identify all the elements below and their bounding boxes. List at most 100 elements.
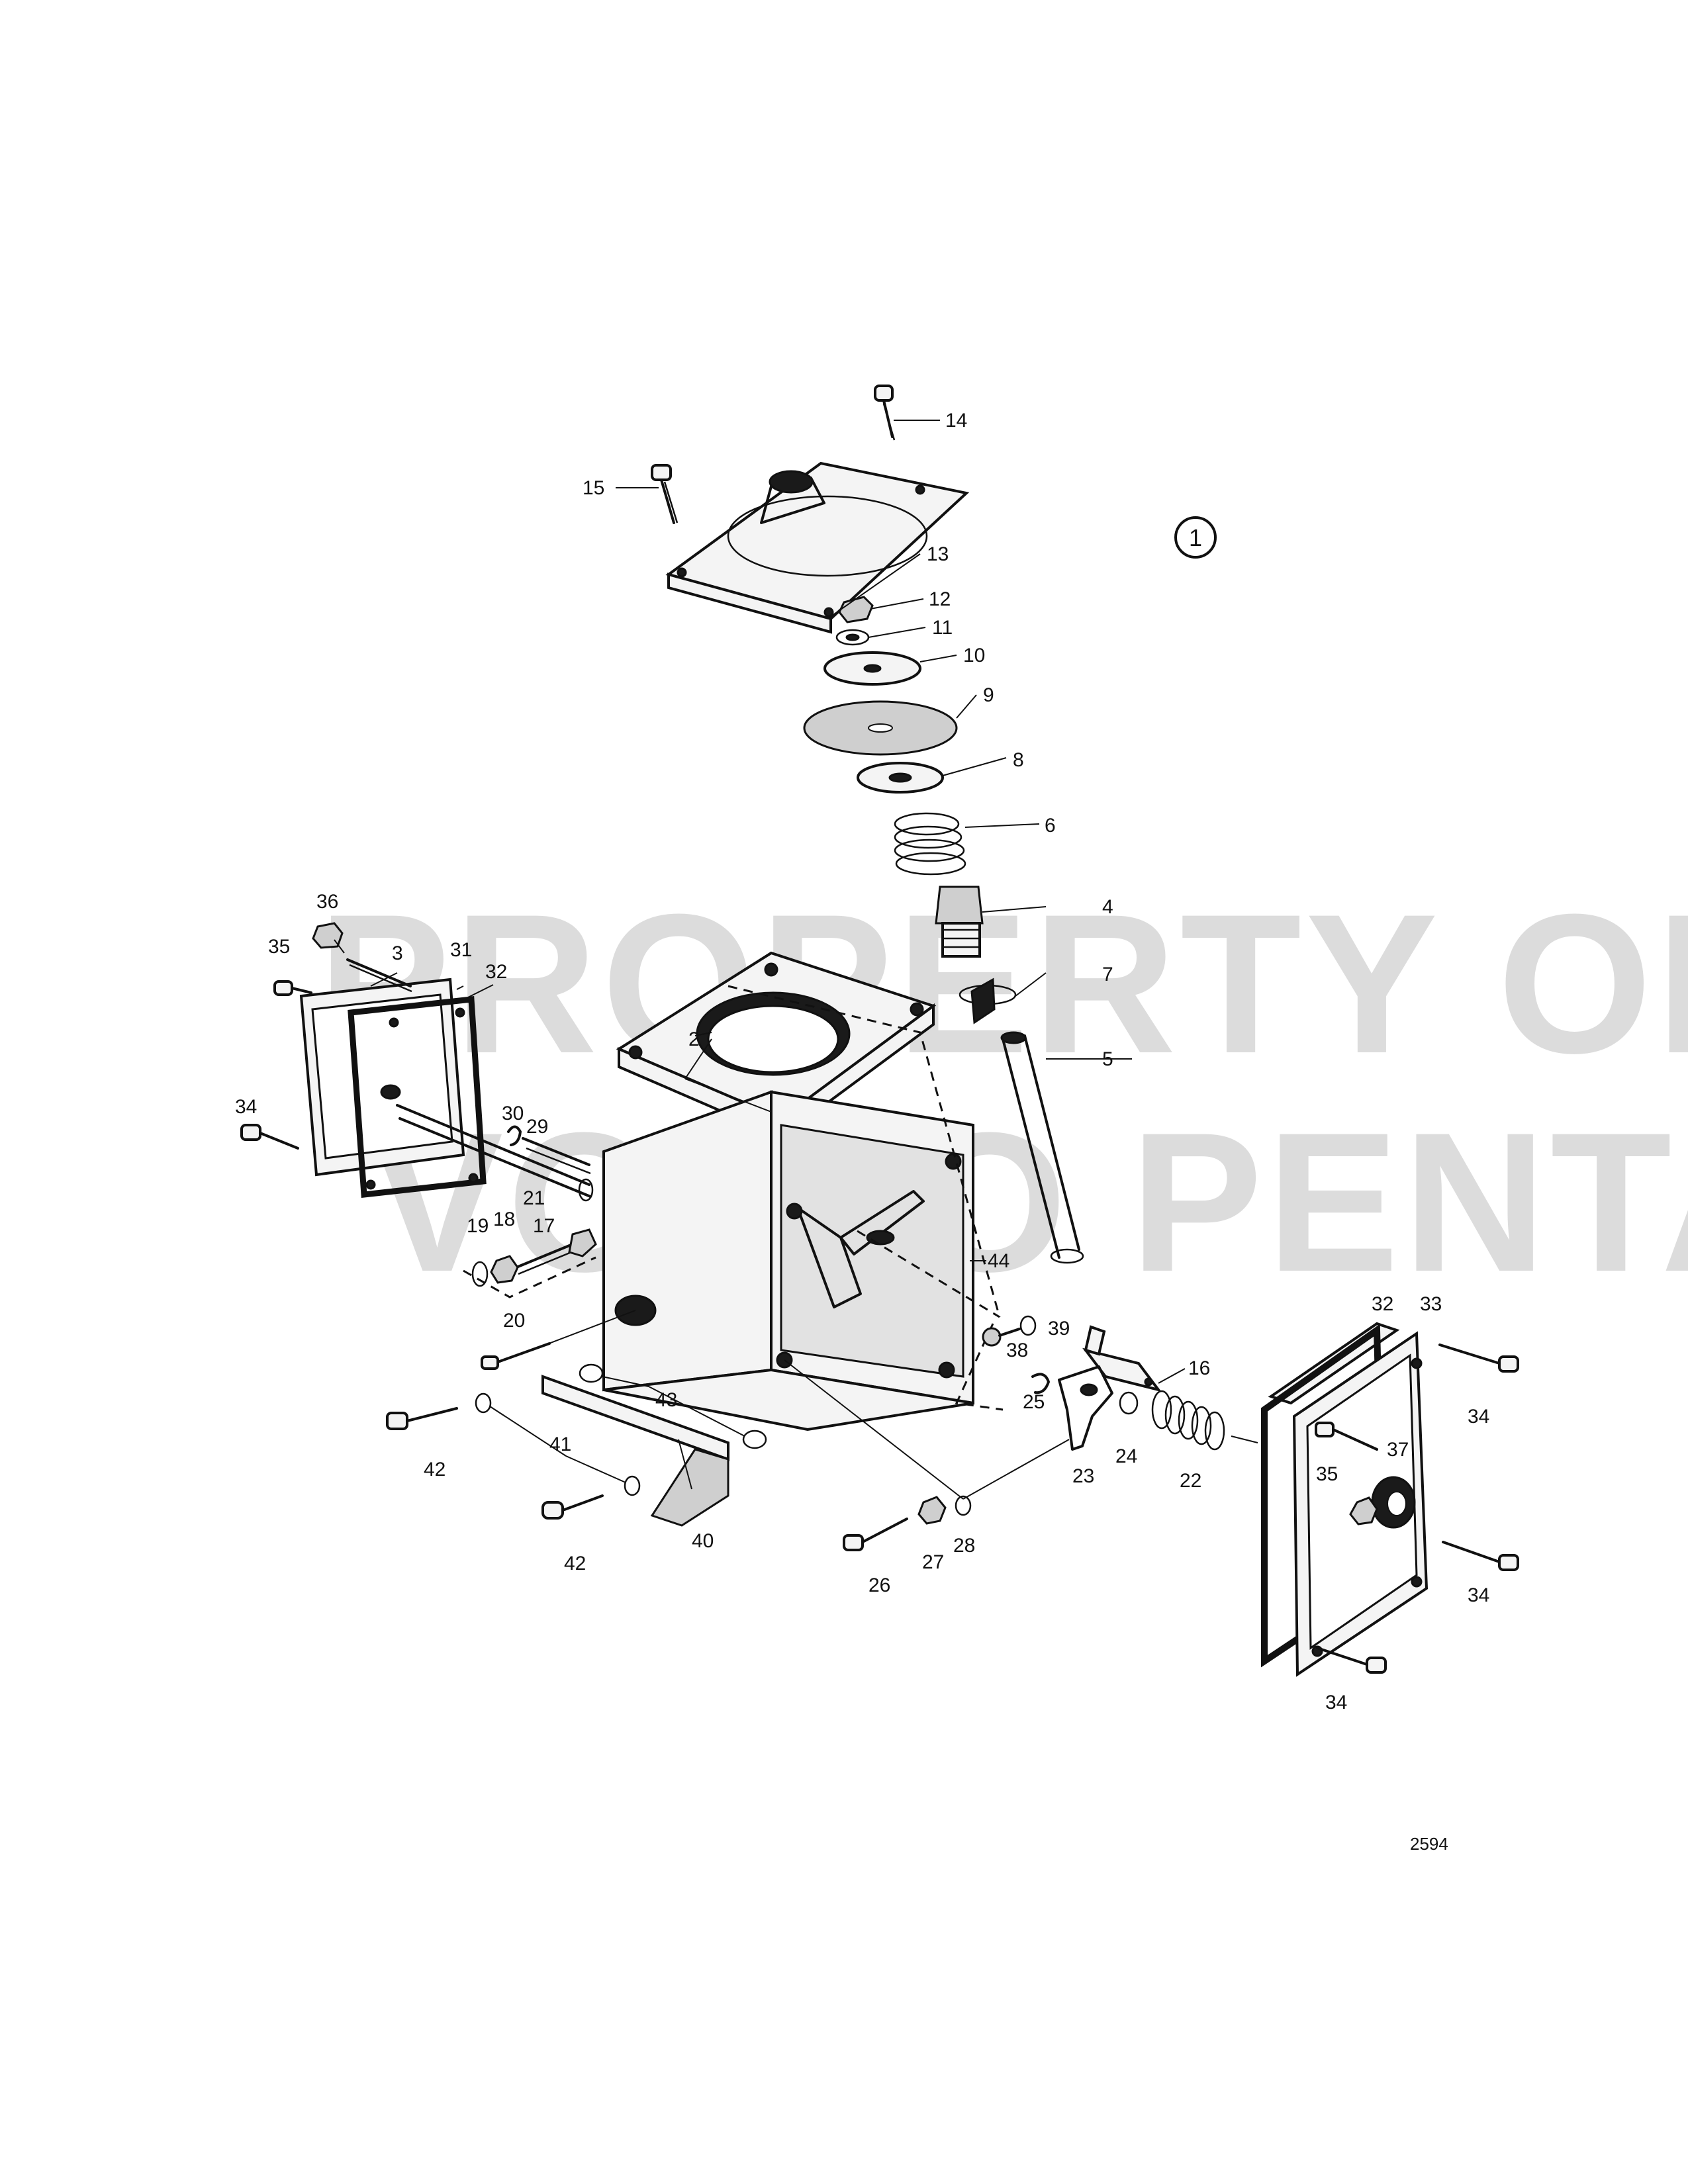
part-label-9: 9: [983, 684, 994, 706]
figure-number: 1: [1189, 524, 1202, 551]
lever-23: [1058, 1365, 1113, 1451]
spring-22: [1151, 1390, 1225, 1451]
screw-34-right-mid: [1442, 1541, 1519, 1571]
part-label-24: 24: [1115, 1445, 1137, 1467]
part-label-30: 30: [502, 1103, 524, 1124]
bracket-40: [541, 1375, 729, 1527]
part-label-43: 43: [655, 1389, 677, 1411]
screw-34-right-top: [1438, 1343, 1519, 1373]
washer-41a: [475, 1392, 492, 1414]
watermark-line-2: VOLVO PENTA: [371, 1091, 1688, 1313]
plate-8: [857, 762, 944, 794]
plate-10: [823, 651, 921, 686]
part-label-12: 12: [929, 588, 951, 610]
fitting-4: [935, 886, 984, 958]
part-label-3: 3: [392, 942, 403, 964]
spring-6: [894, 812, 966, 876]
part-label-18: 18: [493, 1208, 515, 1230]
nut-12: [838, 596, 874, 623]
part-label-25: 25: [1023, 1391, 1045, 1413]
part-label-8: 8: [1013, 749, 1024, 771]
washer-39: [1019, 1315, 1037, 1336]
part-label-34a: 34: [235, 1096, 257, 1118]
screw-35-right: [1315, 1422, 1378, 1451]
figure-number-badge: 1: [1174, 516, 1217, 559]
part-label-27: 27: [922, 1551, 944, 1573]
screw-34-left: [240, 1124, 299, 1150]
part-label-20: 20: [503, 1310, 525, 1332]
part-labels: 2 3 4 5 6 7 8 9 10 11 12 13 14 15 16 17 …: [235, 410, 1489, 1713]
washer-43a: [579, 1363, 604, 1383]
screw-35-left: [273, 980, 312, 996]
diaphragm-9: [803, 700, 958, 756]
housing-main: [602, 951, 974, 1432]
part-label-6: 6: [1045, 815, 1056, 837]
stud-3: [346, 958, 412, 993]
clip-25: [1031, 1373, 1050, 1394]
part-label-41: 41: [549, 1433, 571, 1455]
part-label-13: 13: [927, 543, 949, 565]
knob-37: [1371, 1476, 1416, 1529]
part-label-28: 28: [953, 1535, 975, 1557]
clip-30: [507, 1125, 522, 1146]
part-label-37: 37: [1387, 1439, 1409, 1461]
bolt-38: [982, 1327, 1021, 1347]
part-label-11: 11: [932, 617, 953, 639]
nut-35-right: [1349, 1496, 1378, 1525]
part-label-34d: 34: [1325, 1692, 1347, 1713]
rod-5: [1000, 1031, 1084, 1264]
part-label-34c: 34: [1468, 1584, 1489, 1606]
screw-34-right-bottom: [1316, 1647, 1387, 1674]
washer-41b: [624, 1475, 641, 1496]
bracket-16: [1082, 1325, 1162, 1392]
part-label-19: 19: [467, 1215, 489, 1237]
top-cover-13: [665, 461, 970, 634]
part-label-42a: 42: [424, 1459, 445, 1480]
washer-24: [1119, 1391, 1139, 1415]
watermark-line-1: PROPERTY OF: [318, 872, 1688, 1095]
drawing-number: 2594: [1410, 1834, 1448, 1854]
left-cover-31: [299, 978, 465, 1177]
part-label-26: 26: [868, 1574, 890, 1596]
part-label-38: 38: [1006, 1340, 1028, 1361]
washer-28: [955, 1495, 972, 1516]
washer-19: [471, 1261, 489, 1287]
part-label-33: 33: [1420, 1293, 1442, 1315]
part-label-29: 29: [526, 1116, 548, 1138]
part-label-40: 40: [692, 1530, 714, 1552]
pin-29: [522, 1137, 591, 1175]
part-label-34b: 34: [1468, 1406, 1489, 1428]
part-label-2: 2: [688, 1028, 700, 1050]
screw-42a: [386, 1407, 458, 1430]
part-label-42b: 42: [564, 1553, 586, 1574]
part-label-32a: 32: [485, 961, 507, 983]
part-label-44: 44: [988, 1250, 1009, 1272]
washer-43b: [742, 1430, 767, 1449]
left-gasket-32: [348, 996, 487, 1198]
part-label-15: 15: [583, 477, 604, 499]
dashed-reference-lines: [463, 985, 1004, 1411]
part-label-32b: 32: [1372, 1293, 1393, 1315]
screw-17: [515, 1228, 597, 1275]
washer-11: [835, 629, 870, 646]
screw-15: [651, 464, 679, 524]
part-label-31: 31: [450, 939, 472, 961]
part-label-10: 10: [963, 645, 985, 666]
part-label-22: 22: [1180, 1470, 1201, 1492]
bracket-7: [959, 978, 1017, 1024]
part-label-35a: 35: [268, 936, 290, 958]
shaft-21: [396, 1104, 594, 1202]
part-label-4: 4: [1102, 896, 1113, 918]
nut-18: [490, 1255, 519, 1284]
screw-14: [874, 385, 896, 441]
part-label-7: 7: [1102, 964, 1113, 985]
part-label-23: 23: [1072, 1465, 1094, 1487]
leader-lines: [334, 420, 1258, 1500]
part-label-39: 39: [1048, 1318, 1070, 1340]
part-label-35b: 35: [1316, 1463, 1338, 1485]
nut-27: [917, 1496, 947, 1525]
part-label-14: 14: [945, 410, 967, 432]
watermark: PROPERTY OF VOLVO PENTA: [318, 872, 1688, 1313]
